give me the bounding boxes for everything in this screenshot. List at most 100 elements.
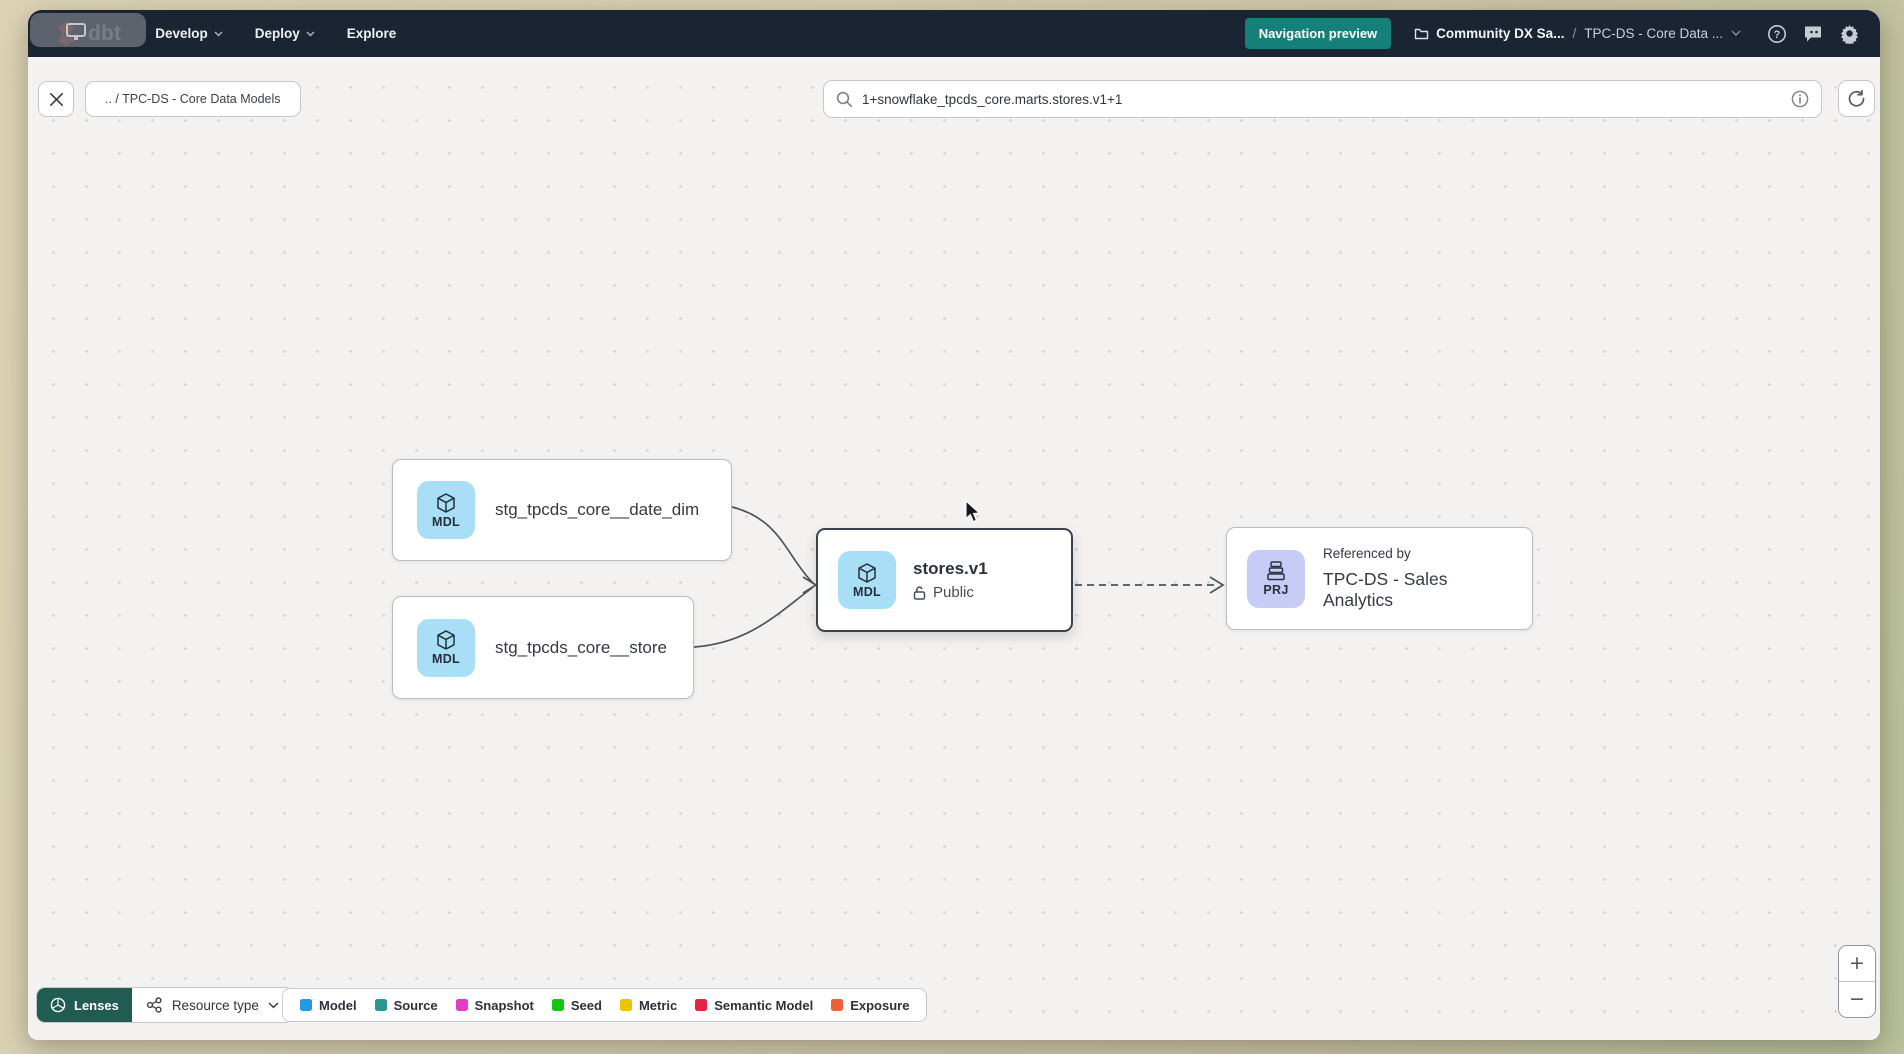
zoom-in-button[interactable]: + — [1839, 946, 1875, 981]
navigation-preview-badge[interactable]: Navigation preview — [1244, 18, 1392, 49]
folder-icon — [1414, 28, 1429, 40]
navbar-icon-group: ? — [1766, 23, 1860, 45]
legend-swatch — [300, 999, 312, 1011]
chat-bubble-icon — [1805, 26, 1821, 42]
zoom-out-button[interactable]: − — [1839, 982, 1875, 1017]
gear-icon — [1840, 24, 1858, 44]
nav-item-label: Deploy — [254, 26, 300, 41]
legend-item-seed: Seed — [551, 997, 602, 1013]
model-badge: MDL — [838, 551, 896, 609]
settings-button[interactable] — [1838, 23, 1860, 45]
node-label: TPC-DS - Sales Analytics — [1323, 569, 1448, 610]
node-stg-tpcds-core-store[interactable]: MDL stg_tpcds_core__store — [392, 596, 694, 699]
refresh-icon — [1848, 89, 1865, 107]
node-body: stores.v1 Public — [913, 559, 988, 601]
edge-date-dim-to-stores — [731, 506, 813, 583]
refresh-lineage-button[interactable] — [1838, 80, 1875, 117]
screen-share-indicator — [30, 13, 146, 47]
chevron-down-icon[interactable] — [1731, 30, 1741, 37]
navbar-right: Navigation preview Community DX Sa... / … — [1244, 18, 1860, 49]
badge-label: PRJ — [1263, 583, 1289, 597]
legend-label: Semantic Model — [714, 997, 814, 1013]
top-navbar: dbt Develop Deploy Explore Navigation pr… — [28, 10, 1880, 57]
legend-swatch — [831, 999, 844, 1011]
breadcrumb: Community DX Sa... / TPC-DS - Core Data … — [1414, 26, 1741, 41]
legend-item-model: Model — [300, 998, 357, 1013]
lineage-canvas[interactable]: MDL stg_tpcds_core__date_dim MDL stg_tpc… — [28, 57, 1880, 1040]
cube-icon — [858, 562, 876, 583]
lineage-path-chip[interactable]: .. / TPC-DS - Core Data Models — [85, 81, 301, 117]
close-icon — [49, 92, 63, 106]
lock-open-icon — [913, 585, 926, 600]
mouse-cursor — [965, 500, 981, 523]
lenses-control: Lenses Resource type — [36, 987, 294, 1023]
lineage-selector-bar — [823, 80, 1822, 118]
resource-graph-icon — [146, 997, 162, 1013]
chevron-down-icon — [306, 30, 315, 37]
close-lineage-button[interactable] — [38, 81, 74, 117]
node-stg-tpcds-core-date-dim[interactable]: MDL stg_tpcds_core__date_dim — [392, 459, 732, 561]
feedback-button[interactable] — [1802, 23, 1824, 45]
nav-menu: Develop Deploy Explore — [155, 26, 396, 41]
help-icon: ? — [1768, 24, 1786, 43]
lens-aperture-icon — [50, 997, 66, 1013]
legend-swatch — [619, 999, 632, 1011]
legend-swatch — [551, 999, 564, 1011]
edge-arrowhead — [802, 576, 818, 594]
screen-icon — [66, 23, 86, 40]
badge-label: MDL — [432, 652, 460, 666]
nav-item-develop[interactable]: Develop — [155, 26, 223, 41]
cube-icon — [437, 630, 455, 650]
nav-item-explore[interactable]: Explore — [347, 26, 397, 41]
breadcrumb-account[interactable]: Community DX Sa... — [1414, 26, 1564, 41]
chevron-down-icon — [214, 30, 223, 37]
resource-type-dropdown[interactable]: Resource type — [132, 988, 293, 1022]
nav-item-label: Explore — [346, 26, 397, 41]
info-icon[interactable] — [1791, 90, 1809, 108]
chevron-down-icon — [268, 1001, 279, 1008]
resource-type-legend: Model Source Snapshot Seed Metric Semant… — [282, 988, 928, 1022]
badge-label: MDL — [432, 514, 460, 529]
legend-swatch — [374, 999, 387, 1011]
legend-label: Snapshot — [474, 997, 534, 1013]
legend-item-exposure: Exposure — [831, 998, 909, 1013]
badge-label: MDL — [853, 584, 881, 599]
nav-item-deploy[interactable]: Deploy — [255, 26, 315, 41]
node-stores-v1[interactable]: MDL stores.v1 Public — [816, 528, 1073, 632]
breadcrumb-project[interactable]: TPC-DS - Core Data ... — [1584, 26, 1723, 41]
legend-swatch — [695, 999, 708, 1011]
legend-item-snapshot: Snapshot — [455, 997, 534, 1013]
zoom-divider — [1839, 981, 1875, 982]
access-label: Public — [933, 584, 974, 601]
node-body: Referenced by TPC-DS - Sales Analytics — [1323, 546, 1512, 611]
edge-store-to-stores — [693, 587, 813, 648]
lenses-button[interactable]: Lenses — [37, 988, 132, 1022]
help-button[interactable]: ? — [1766, 23, 1788, 45]
legend-label: Seed — [570, 997, 602, 1013]
legend-item-metric: Metric — [619, 998, 677, 1013]
node-label: stg_tpcds_core__date_dim — [495, 500, 700, 519]
legend-label: Source — [393, 997, 438, 1013]
svg-text:?: ? — [1774, 29, 1781, 41]
node-referenced-by-sales-analytics[interactable]: PRJ Referenced by TPC-DS - Sales Analyti… — [1226, 527, 1533, 630]
lineage-selector-input[interactable] — [862, 91, 1782, 107]
node-kicker: Referenced by — [1323, 546, 1411, 561]
zoom-controls: + − — [1838, 945, 1876, 1018]
node-label: stores.v1 — [913, 559, 988, 578]
legend-label: Exposure — [850, 997, 910, 1013]
breadcrumb-account-label: Community DX Sa... — [1436, 26, 1565, 41]
legend-label: Model — [319, 997, 357, 1013]
cube-icon — [437, 492, 455, 513]
app-window: dbt Develop Deploy Explore Navigation pr… — [28, 10, 1880, 1040]
resource-type-label: Resource type — [171, 997, 259, 1013]
access-row: Public — [913, 584, 988, 601]
edge-arrowhead — [1209, 576, 1225, 594]
model-badge: MDL — [417, 481, 475, 539]
legend-item-source: Source — [374, 997, 438, 1013]
project-badge: PRJ — [1247, 549, 1305, 608]
model-badge: MDL — [417, 618, 475, 677]
legend-swatch — [455, 999, 468, 1011]
nav-item-label: Develop — [155, 26, 208, 41]
lenses-label: Lenses — [74, 997, 119, 1013]
stacked-drawers-icon — [1267, 561, 1285, 581]
